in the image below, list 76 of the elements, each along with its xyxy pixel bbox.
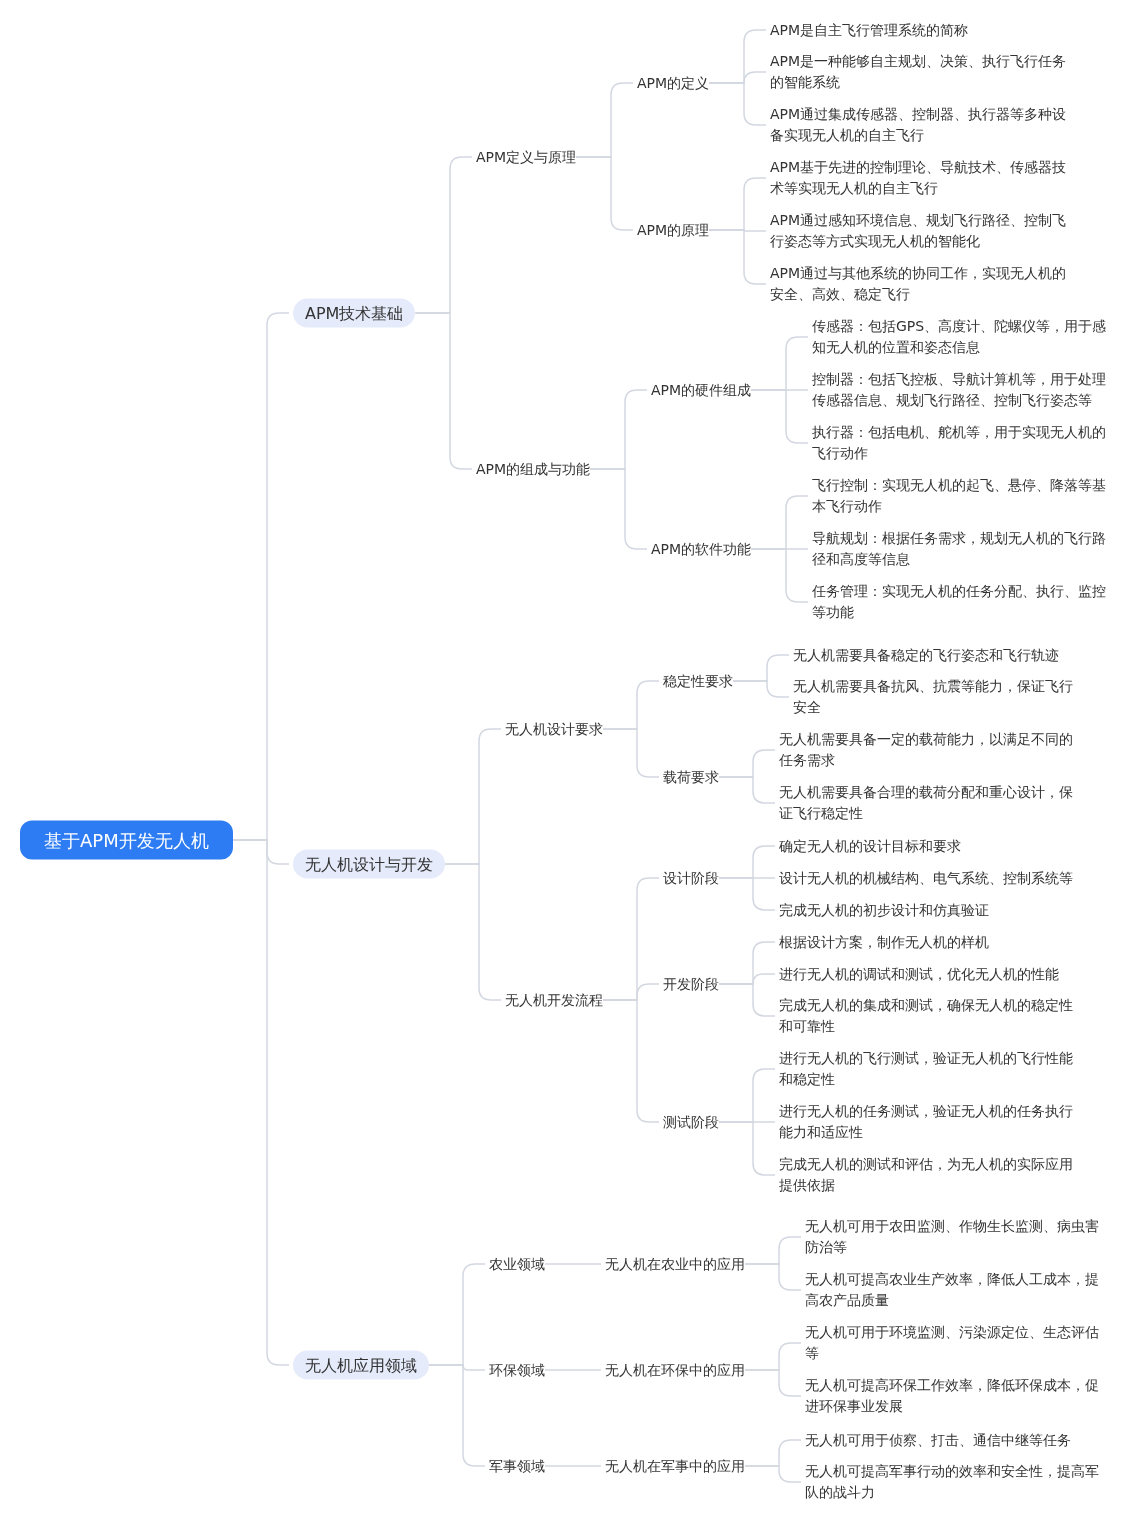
branch-line <box>744 1369 802 1397</box>
subtopic-text: 稳定性要求 <box>663 670 733 692</box>
branch-line <box>750 389 809 444</box>
root-topic-box: 基于APM开发无人机 <box>20 820 233 860</box>
detail-text: 无人机需要具备抗风、抗震等能力，保证飞行安全 <box>793 676 1083 718</box>
subtopic-text: 无人机在环保中的应用 <box>605 1359 745 1381</box>
subtopic-text: 无人机设计要求 <box>505 718 603 740</box>
detail-text: 确定无人机的设计目标和要求 <box>779 835 1084 857</box>
branch-line <box>544 1263 602 1265</box>
branch-line <box>718 1121 776 1176</box>
branch-line <box>544 1369 602 1371</box>
detail-text: 进行无人机的任务测试，验证无人机的任务执行能力和适应性 <box>779 1101 1084 1143</box>
subtopic-text: 环保领域 <box>489 1359 545 1381</box>
detail-text: APM基于先进的控制理论、导航技术、传感器技术等实现无人机的自主飞行 <box>770 157 1075 199</box>
subtopic-text: 农业领域 <box>489 1253 545 1275</box>
detail-text: 飞行控制：实现无人机的起飞、悬停、降落等基本飞行动作 <box>812 475 1117 517</box>
topic-pill: APM技术基础 <box>293 298 416 328</box>
detail-text: 完成无人机的测试和评估，为无人机的实际应用提供依据 <box>779 1154 1084 1196</box>
detail-text: APM是一种能够自主规划、决策、执行飞行任务的智能系统 <box>770 51 1075 93</box>
subtopic-text: APM的软件功能 <box>651 538 752 560</box>
detail-text: 设计无人机的机械结构、电气系统、控制系统等 <box>779 867 1084 889</box>
detail-text: 根据设计方案，制作无人机的样机 <box>779 931 1084 953</box>
branch-line <box>602 999 660 1123</box>
subtopic-text: 无人机开发流程 <box>505 989 603 1011</box>
detail-text: 无人机需要具备合理的载荷分配和重心设计，保证飞行稳定性 <box>779 782 1084 824</box>
branch-line <box>428 1364 486 1467</box>
detail-text: APM通过与其他系统的协同工作，实现无人机的安全、高效、稳定飞行 <box>770 263 1075 305</box>
branch-line <box>718 776 776 804</box>
branch-line <box>744 1465 802 1483</box>
detail-text: 进行无人机的飞行测试，验证无人机的飞行性能和稳定性 <box>779 1048 1084 1090</box>
branch-line <box>718 983 776 1017</box>
subtopic-text: 无人机在军事中的应用 <box>605 1455 745 1477</box>
branch-line <box>744 1263 802 1291</box>
detail-text: 无人机需要具备一定的载荷能力，以满足不同的任务需求 <box>779 729 1084 771</box>
branch-line <box>414 312 473 470</box>
subtopic-text: APM的原理 <box>637 219 710 241</box>
subtopic-text: 开发阶段 <box>663 973 719 995</box>
detail-text: 控制器：包括飞控板、导航计算机等，用于处理传感器信息、规划飞行路径、控制飞行姿态等 <box>812 369 1117 411</box>
subtopic-text: APM的组成与功能 <box>476 458 591 480</box>
detail-text: 任务管理：实现无人机的任务分配、执行、监控等功能 <box>812 581 1117 623</box>
subtopic-text: 设计阶段 <box>663 867 719 889</box>
detail-text: 导航规划：根据任务需求，规划无人机的飞行路径和高度等信息 <box>812 528 1117 570</box>
subtopic-text: 载荷要求 <box>663 766 719 788</box>
detail-text: 无人机可用于环境监测、污染源定位、生态评估等 <box>805 1322 1110 1364</box>
branch-line <box>444 863 502 1001</box>
detail-text: APM通过集成传感器、控制器、执行器等多种设备实现无人机的自主飞行 <box>770 104 1075 146</box>
detail-text: 无人机可用于侦察、打击、通信中继等任务 <box>805 1429 1110 1451</box>
branch-line <box>750 548 809 603</box>
branch-line <box>708 82 767 126</box>
detail-text: 传感器：包括GPS、高度计、陀螺仪等，用于感知无人机的位置和姿态信息 <box>812 316 1117 358</box>
topic-pill: 无人机设计与开发 <box>293 849 445 879</box>
subtopic-text: APM定义与原理 <box>476 146 577 168</box>
branch-line <box>589 468 648 550</box>
detail-text: 无人机可提高军事行动的效率和安全性，提高军队的战斗力 <box>805 1461 1110 1503</box>
branch-line <box>732 680 790 698</box>
detail-text: 进行无人机的调试和测试，优化无人机的性能 <box>779 963 1084 985</box>
branch-line <box>544 1465 602 1467</box>
subtopic-text: APM的硬件组成 <box>651 379 752 401</box>
branch-line <box>708 229 767 285</box>
detail-text: 完成无人机的集成和测试，确保无人机的稳定性和可靠性 <box>779 995 1084 1037</box>
subtopic-text: 无人机在农业中的应用 <box>605 1253 745 1275</box>
branch-line <box>602 728 660 778</box>
detail-text: 完成无人机的初步设计和仿真验证 <box>779 899 1084 921</box>
detail-text: APM通过感知环境信息、规划飞行路径、控制飞行姿态等方式实现无人机的智能化 <box>770 210 1075 252</box>
subtopic-text: 军事领域 <box>489 1455 545 1477</box>
topic-pill: 无人机应用领域 <box>293 1350 429 1380</box>
branch-line <box>575 156 634 231</box>
branch-line <box>718 877 776 911</box>
detail-text: APM是自主飞行管理系统的简称 <box>770 19 1075 41</box>
subtopic-text: APM的定义 <box>637 72 710 94</box>
detail-text: 无人机可提高农业生产效率，降低人工成本，提高农产品质量 <box>805 1269 1110 1311</box>
detail-text: 执行器：包括电机、舵机等，用于实现无人机的飞行动作 <box>812 422 1117 464</box>
detail-text: 无人机可用于农田监测、作物生长监测、病虫害防治等 <box>805 1216 1110 1258</box>
subtopic-text: 测试阶段 <box>663 1111 719 1133</box>
detail-text: 无人机可提高环保工作效率，降低环保成本，促进环保事业发展 <box>805 1375 1110 1417</box>
detail-text: 无人机需要具备稳定的飞行姿态和飞行轨迹 <box>793 644 1098 666</box>
